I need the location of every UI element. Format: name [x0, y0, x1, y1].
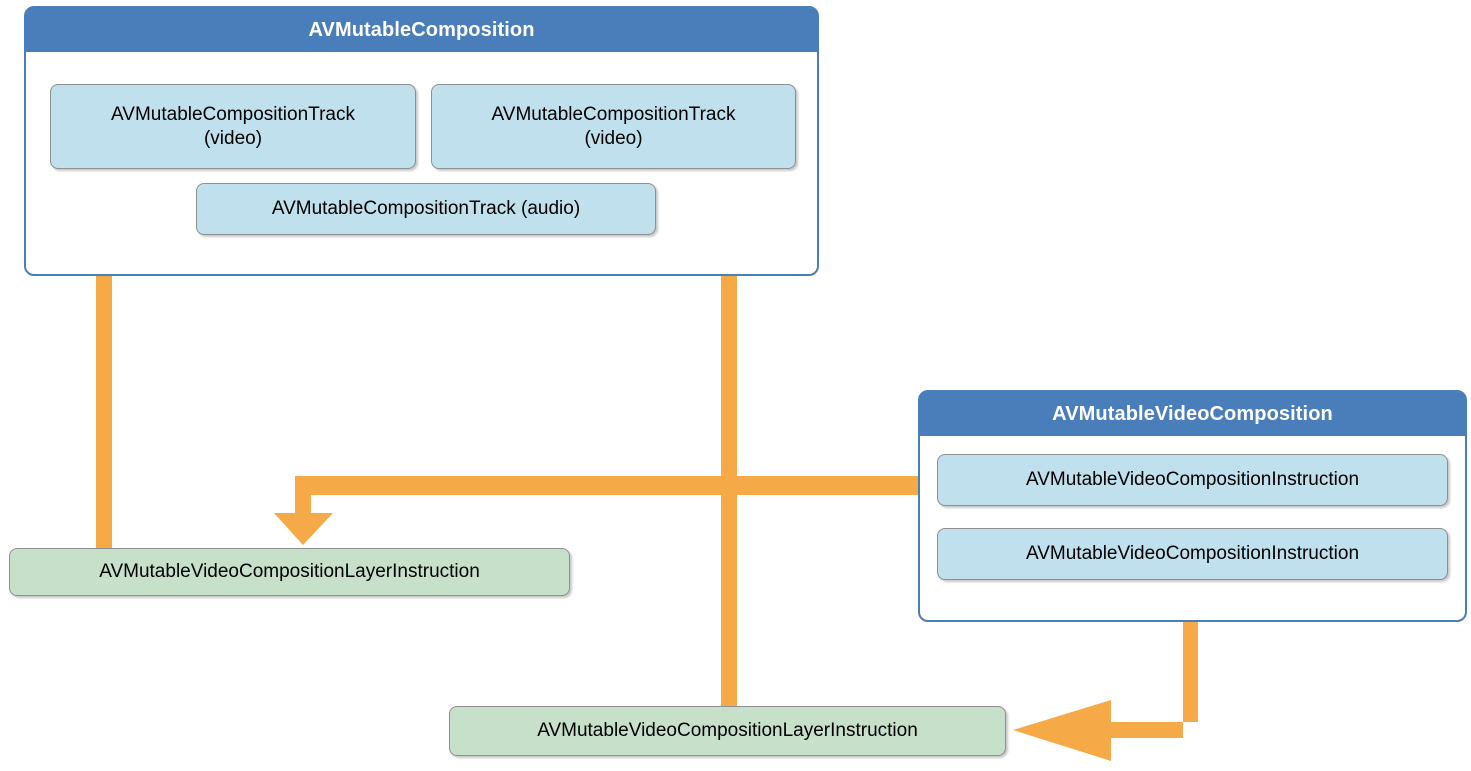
node-instruction-1-label: AVMutableVideoCompositionInstruction — [1025, 469, 1360, 491]
node-video-track-2[interactable]: AVMutableCompositionTrack (video) — [431, 84, 796, 169]
node-layer-instruction-2-label: AVMutableVideoCompositionLayerInstructio… — [537, 720, 918, 742]
panel-body-avmutablecomposition: AVMutableCompositionTrack (video) AVMuta… — [26, 52, 817, 274]
node-video-track-1-line2: (video) — [203, 127, 263, 149]
panel-header-avmutablevideocomposition: AVMutableVideoComposition — [920, 392, 1465, 436]
node-layer-instruction-2[interactable]: AVMutableVideoCompositionLayerInstructio… — [449, 706, 1006, 756]
panel-body-avmutablevideocomposition: AVMutableVideoCompositionInstruction AVM… — [920, 436, 1465, 620]
node-video-track-1-line1: AVMutableCompositionTrack — [111, 104, 355, 126]
node-layer-instruction-1[interactable]: AVMutableVideoCompositionLayerInstructio… — [9, 548, 570, 596]
arrow-instruction-1-to-layer-instruction-1 — [274, 476, 940, 545]
panel-header-avmutablecomposition: AVMutableComposition — [26, 8, 817, 52]
node-instruction-1[interactable]: AVMutableVideoCompositionInstruction — [937, 454, 1448, 506]
node-video-track-2-line1: AVMutableCompositionTrack — [491, 104, 736, 126]
node-instruction-2[interactable]: AVMutableVideoCompositionInstruction — [937, 528, 1448, 580]
node-audio-track[interactable]: AVMutableCompositionTrack (audio) — [196, 183, 656, 235]
node-video-track-2-line2: (video) — [584, 127, 643, 149]
node-video-track-1[interactable]: AVMutableCompositionTrack (video) — [50, 84, 416, 169]
panel-avmutablecomposition: AVMutableComposition AVMutableCompositio… — [24, 6, 819, 276]
node-audio-track-label: AVMutableCompositionTrack (audio) — [271, 198, 581, 220]
node-instruction-2-label: AVMutableVideoCompositionInstruction — [1025, 543, 1360, 565]
panel-avmutablevideocomposition: AVMutableVideoComposition AVMutableVideo… — [918, 390, 1467, 622]
node-layer-instruction-1-label: AVMutableVideoCompositionLayerInstructio… — [99, 561, 480, 583]
